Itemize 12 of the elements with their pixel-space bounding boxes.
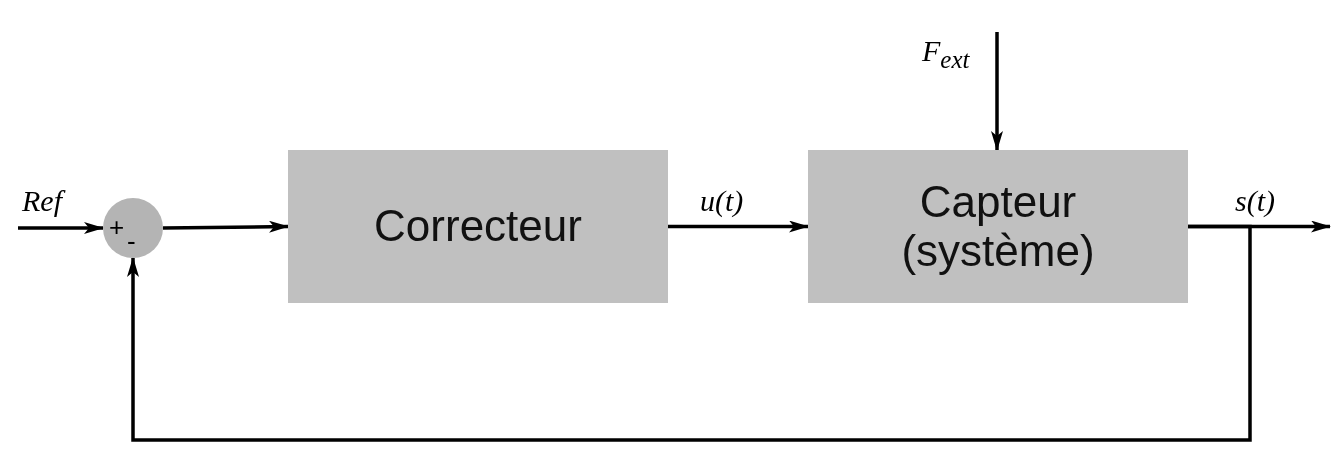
minus-sign: - [127,228,136,254]
arrow [991,32,1003,151]
box-label: Correcteur [373,202,583,251]
process-box [808,150,1188,303]
arrow [668,220,809,233]
arrow [127,224,1252,442]
plus-sign: + [109,214,125,240]
arrow [162,220,289,233]
box-label: Capteur (système) [900,178,1096,275]
arrow [18,222,104,234]
process-box [288,150,668,303]
summing-junction [103,198,163,258]
